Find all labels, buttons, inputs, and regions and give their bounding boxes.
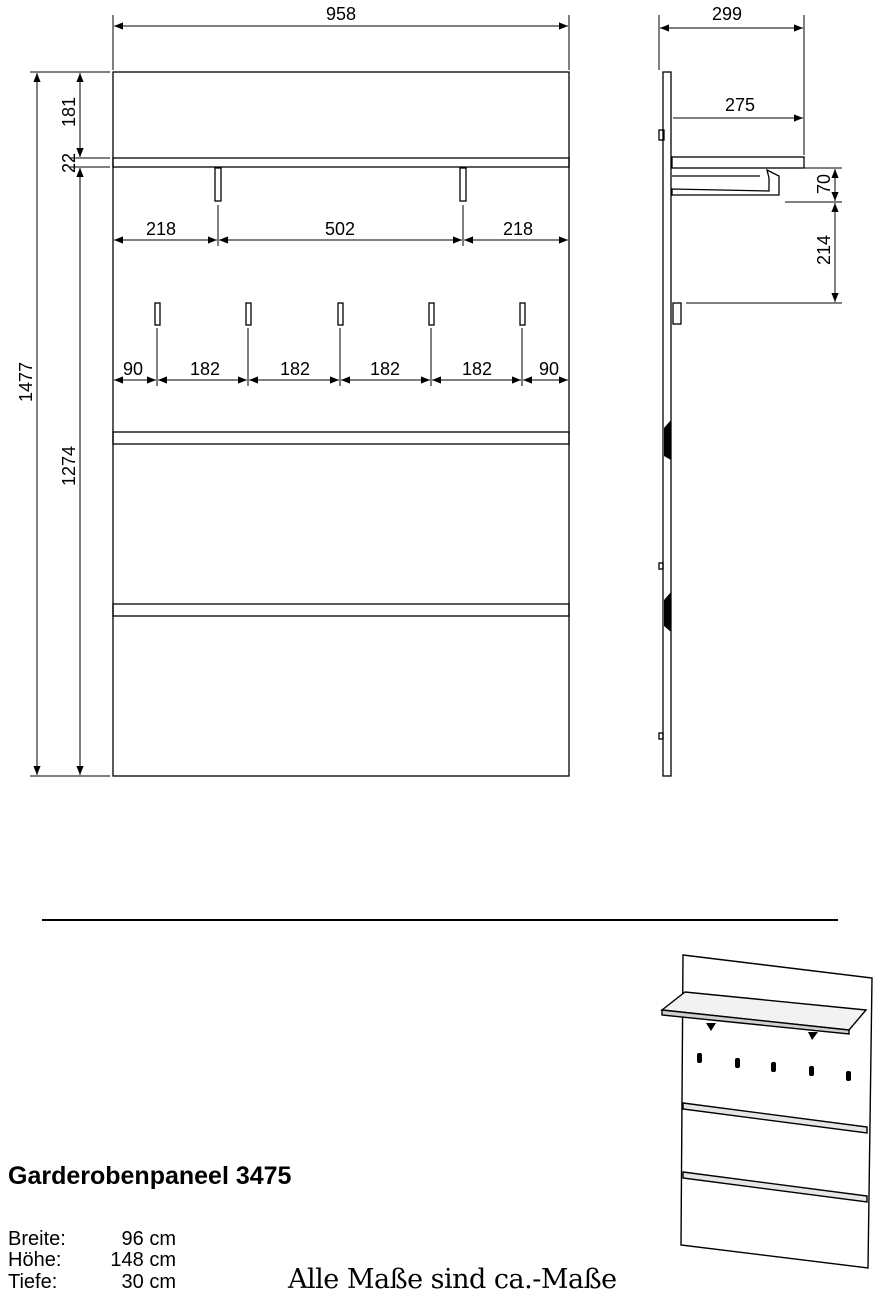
perspective-rail-upper [682, 1102, 868, 1134]
dim-width: 958 [326, 4, 356, 24]
shelf-bracket-left [214, 167, 222, 202]
spec-depth: Tiefe: 30 cm [8, 1272, 176, 1292]
spec-height-value: 148 cm [110, 1249, 176, 1271]
dim-hook-6: 90 [539, 359, 559, 379]
perspective-shelf-front [661, 1009, 850, 1035]
rail-lower [112, 603, 570, 617]
spec-height-label: Höhe: [8, 1249, 62, 1271]
side-dimension-labels: 299 275 70 214 [712, 4, 834, 265]
dim-shelf-depth: 275 [725, 95, 755, 115]
side-mount-brackets [664, 420, 671, 632]
spec-width-value: 96 cm [121, 1228, 176, 1250]
perspective-panel [680, 954, 873, 1269]
product-title: Garderobenpaneel 3475 [8, 1162, 292, 1190]
hook-4 [428, 302, 435, 326]
dim-height-top: 181 [59, 97, 79, 127]
dim-hook-5: 182 [462, 359, 492, 379]
perspective-hooks [697, 1023, 851, 1081]
hook-1 [154, 302, 161, 326]
hook-3 [337, 302, 344, 326]
side-shelf [671, 156, 805, 169]
side-hook [672, 302, 682, 325]
shelf-front [112, 157, 570, 168]
side-shelf-rail [671, 168, 780, 196]
dim-hanger-right: 218 [503, 219, 533, 239]
front-dimension-labels: 958 1477 181 22 1274 218 502 218 90 182 … [16, 4, 559, 486]
side-dimensions [658, 15, 842, 304]
spec-height: Höhe: 148 cm [8, 1250, 176, 1270]
spec-depth-value: 30 cm [121, 1271, 176, 1293]
dim-shelf-thickness: 22 [59, 153, 79, 173]
dim-hook-3: 182 [280, 359, 310, 379]
dimensions-note: Alle Maße sind ca.-Maße [288, 1264, 617, 1295]
spec-width: Breite: 96 cm [8, 1229, 176, 1249]
front-dimensions [30, 15, 570, 777]
hook-5 [519, 302, 526, 326]
dim-depth: 299 [712, 4, 742, 24]
dim-hanger-left: 218 [146, 219, 176, 239]
dim-height-lower: 1274 [59, 446, 79, 486]
dim-rail-height: 70 [814, 174, 834, 194]
spec-width-label: Breite: [8, 1228, 66, 1250]
front-view [112, 71, 570, 777]
dim-height-total: 1477 [16, 362, 36, 402]
hook-2 [245, 302, 252, 326]
perspective-rail-lower [682, 1171, 868, 1203]
panel-outline [112, 71, 570, 777]
dim-hook-1: 90 [123, 359, 143, 379]
rail-upper [112, 431, 570, 445]
shelf-bracket-right [459, 167, 467, 202]
dim-hook-2: 182 [190, 359, 220, 379]
dim-rail-to-hook: 214 [814, 235, 834, 265]
dim-hanger-middle: 502 [325, 219, 355, 239]
side-view [658, 71, 805, 777]
dim-hook-4: 182 [370, 359, 400, 379]
perspective-sketch [660, 954, 873, 1269]
spec-depth-label: Tiefe: [8, 1271, 58, 1293]
